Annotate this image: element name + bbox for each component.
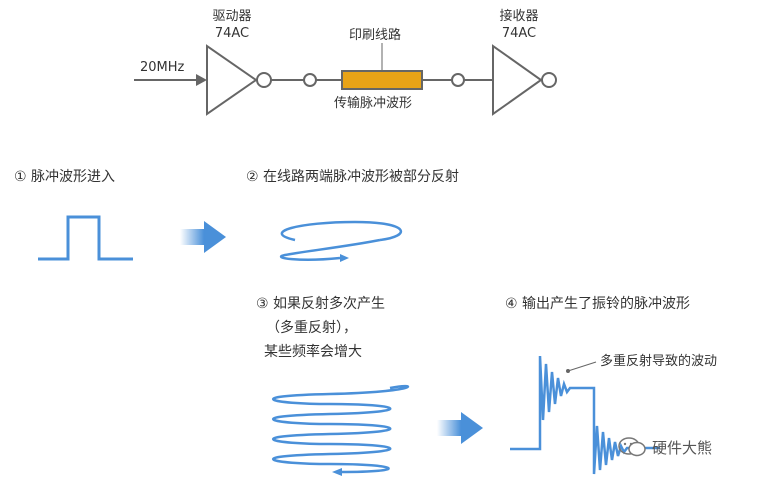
flow-arrow-1-icon bbox=[180, 221, 226, 253]
watermark-text: 硬件大熊 bbox=[652, 438, 713, 457]
receiver-part: 74AC bbox=[501, 26, 537, 41]
driver-label: 驱动器 bbox=[212, 9, 252, 24]
step-3-caption-line3: 某些频率会增大 bbox=[264, 344, 362, 360]
receiver-output-bubble bbox=[541, 72, 557, 88]
step-3-caption-line2: （多重反射）， bbox=[266, 320, 357, 336]
ringing-leader bbox=[567, 361, 597, 372]
pcb-label: 印刷线路 bbox=[349, 28, 402, 43]
step-4-caption: ④ 输出产生了振铃的脉冲波形 bbox=[505, 296, 691, 312]
driver-output-bubble bbox=[256, 72, 272, 88]
circuit-diagram bbox=[134, 43, 557, 116]
ringing-leader-dot bbox=[566, 369, 570, 373]
ringing-annotation: 多重反射导致的波动 bbox=[600, 354, 718, 369]
multi-reflection-coil bbox=[272, 384, 410, 476]
pulse-label: 传输脉冲波形 bbox=[334, 96, 413, 111]
pcb-trace-block bbox=[341, 70, 423, 90]
step-2-caption: ② 在线路两端脉冲波形被部分反射 bbox=[246, 169, 460, 185]
driver-gate-icon bbox=[206, 44, 258, 116]
input-pulse-waveform bbox=[38, 215, 133, 261]
input-frequency: 20MHz bbox=[140, 60, 185, 75]
watermark: 硬件大熊 bbox=[618, 436, 712, 458]
receiver-label: 接收器 bbox=[499, 9, 539, 24]
node-left bbox=[303, 73, 317, 87]
step-1-caption: ① 脉冲波形进入 bbox=[14, 169, 116, 185]
driver-part: 74AC bbox=[214, 26, 250, 41]
input-arrow-icon bbox=[196, 74, 207, 86]
chat-bubble-icon bbox=[618, 436, 646, 458]
node-right bbox=[451, 73, 465, 87]
step-3-caption-line1: ③ 如果反射多次产生 bbox=[256, 296, 386, 312]
reflection-spiral bbox=[279, 220, 403, 262]
ringing-waveform bbox=[510, 355, 660, 475]
flow-arrow-2-icon bbox=[437, 412, 483, 444]
receiver-gate-icon bbox=[492, 44, 543, 116]
